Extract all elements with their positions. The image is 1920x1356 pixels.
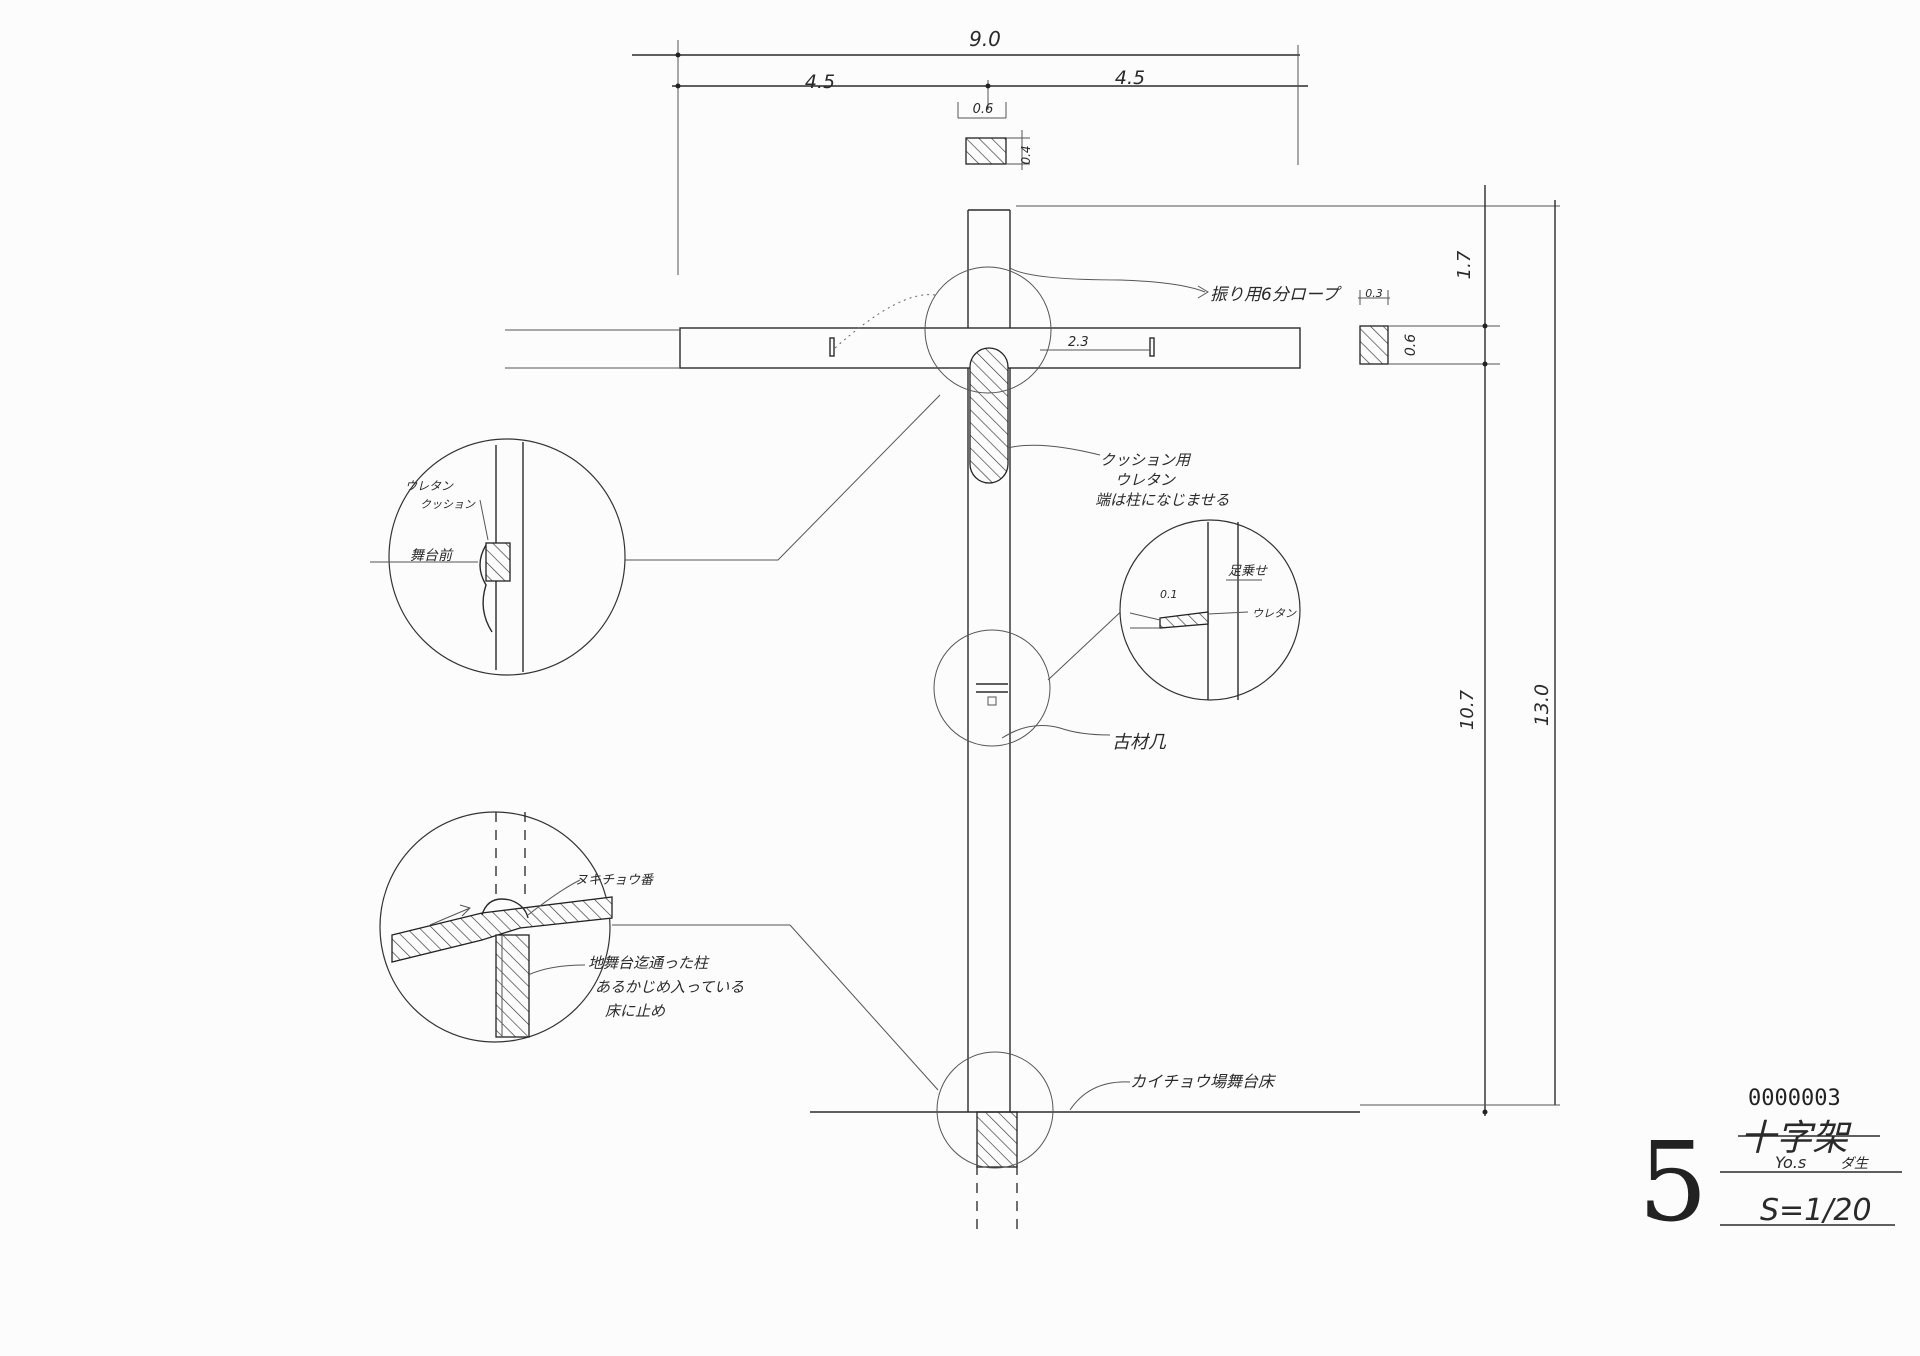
note-old-material: 古材几 (1112, 732, 1167, 753)
detail-ledge-thickness: 0.1 (1160, 588, 1178, 601)
dim-post-depth: 0.4 (1019, 145, 1033, 164)
detail-note-3: 床に止め (605, 1002, 666, 1020)
title-block: 0000003 5 十字架 Yo.s ダ生 S=1/20 (1638, 1086, 1902, 1246)
top-dimensions: 9.0 4.5 4.5 (632, 27, 1308, 275)
sheet-number: 5 (1638, 1118, 1708, 1246)
beam-cross-section (1359, 325, 1389, 365)
dim-post-width: 0.6 (973, 102, 994, 117)
title-subtitle-right: ダ生 (1840, 1156, 1869, 1172)
callouts (610, 266, 1209, 1169)
drawing-title: 十字架 (1740, 1118, 1852, 1159)
note-cushion-3: 端は柱になじませる (1095, 491, 1230, 509)
title-subtitle-left: Yo.s (1775, 1153, 1806, 1172)
height-dimensions: 1.7 10.7 13.0 (1016, 185, 1560, 1116)
detail-joint: ヌキチョウ番 (575, 873, 655, 888)
post-base-section (976, 1111, 1018, 1168)
detail-note-2: あるかじめ入っている (595, 978, 744, 996)
dim-beam-depth: 0.3 (1365, 287, 1383, 300)
beam-section: 0.3 0.6 (1358, 287, 1500, 365)
dim-half-right: 4.5 (1115, 67, 1145, 89)
detail-footrest-label: 足乗せ (1228, 564, 1268, 579)
detail-note-1: 地舞台迄通った柱 (588, 954, 710, 972)
note-cushion-1: クッション用 (1100, 451, 1192, 469)
post-section: 0.6 0.4 (957, 102, 1033, 170)
post-cross-section (965, 137, 1007, 165)
detail-urethane-1: ウレタン (405, 479, 454, 493)
dim-total-height: 13.0 (1531, 684, 1553, 726)
cross-elevation: 2.3 (505, 209, 1360, 1230)
doc-number: 0000003 (1748, 1086, 1841, 1111)
dim-nail-offset: 2.3 (1068, 335, 1089, 350)
note-rope: 振り用6分ロープ (1210, 285, 1343, 305)
dim-half-left: 4.5 (805, 71, 835, 93)
dim-beam-height: 0.6 (1403, 334, 1419, 356)
detail-urethane-2: クッション (420, 498, 476, 511)
detail-urethane-cushion: ウレタン クッション 舞台前 (370, 438, 626, 676)
dim-stage-to-beam: 10.7 (1457, 689, 1478, 730)
detail-stage-front: 舞台前 (410, 548, 454, 564)
drawing-scale: S=1/20 (1760, 1193, 1872, 1228)
note-stage-floor: カイチョウ場舞台床 (1130, 1072, 1277, 1091)
cushion-urethane (969, 347, 1009, 484)
dim-total-width: 9.0 (969, 27, 1001, 51)
note-cushion-2: ウレタン (1115, 471, 1176, 489)
detail-footrest-urethane: ウレタン (1252, 607, 1297, 620)
detail-footrest: 0.1 足乗せ ウレタン (1119, 519, 1301, 701)
detail-hinge-joint: ヌキチョウ番 地舞台迄通った柱 あるかじめ入っている 床に止め (379, 811, 744, 1043)
dim-top-extension: 1.7 (1454, 250, 1475, 279)
